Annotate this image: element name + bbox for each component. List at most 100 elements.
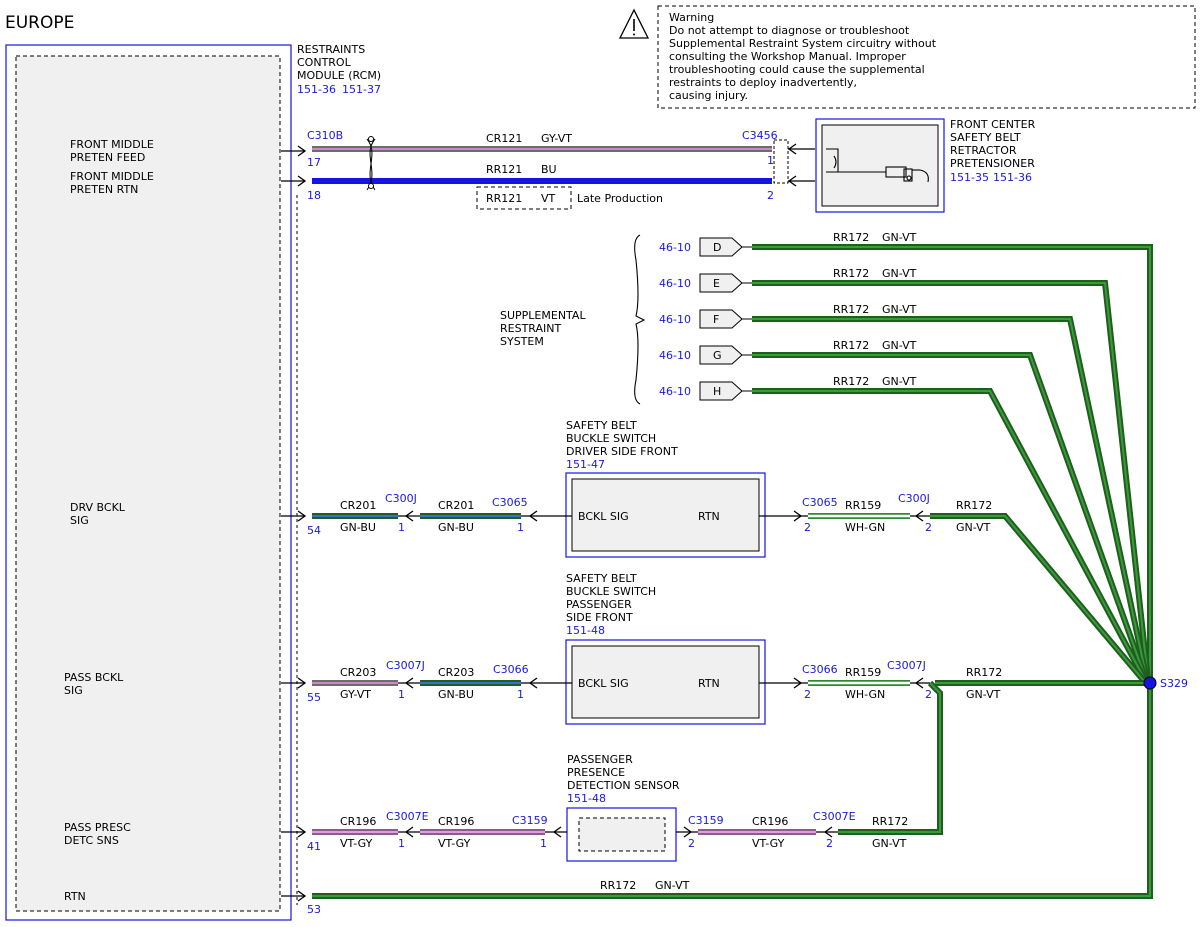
pin-2: 2 <box>767 189 774 202</box>
srs-ref: 46-10 <box>659 349 691 362</box>
wire-color-gyvt: GY-VT <box>340 688 371 701</box>
circuit-rr172: RR172 <box>833 375 869 388</box>
circuit-cr201: CR201 <box>340 499 376 512</box>
pin-18: 18 <box>307 189 321 202</box>
pin-1: 1 <box>398 837 405 850</box>
srs-pin-g: 46-10 G <box>659 345 752 365</box>
pass-buckle-body <box>571 645 760 719</box>
driver-buckle-name: DRIVER SIDE FRONT <box>566 445 678 458</box>
srs-pin-label: H <box>713 385 721 398</box>
connector-c3007e: C3007E <box>813 810 856 823</box>
srs-ref: 46-10 <box>659 241 691 254</box>
circuit-cr203: CR203 <box>438 666 474 679</box>
srs-name: SYSTEM <box>500 335 544 348</box>
connector-c3007e: C3007E <box>386 810 429 823</box>
pin-label-gnd: RTN <box>64 890 86 903</box>
srs-pin-f: 46-10 F <box>659 309 752 329</box>
splice-s329-label: S329 <box>1160 677 1188 690</box>
circuit-rr172: RR172 <box>872 815 908 828</box>
srs-pin-label: F <box>713 313 719 326</box>
rcm-ref: 151-36 <box>297 83 336 96</box>
connector-c300j: C300J <box>385 492 417 505</box>
circuit-rr159: RR159 <box>845 499 881 512</box>
retractor-pin-arrows <box>787 143 815 187</box>
warning-box <box>657 5 1196 109</box>
driver-buckle-outline <box>565 472 766 558</box>
driver-buckle-ref: 151-47 <box>566 458 605 471</box>
wire-color-bu: BU <box>541 163 557 176</box>
pin-53: 53 <box>307 903 321 916</box>
wire-color-gnvt: GN-VT <box>966 688 1001 701</box>
late-production-label: Late Production <box>577 192 663 205</box>
presence-sensor-body <box>578 817 666 852</box>
wire-color-whgn: WH-GN <box>845 521 885 534</box>
warning-icon <box>618 8 650 39</box>
srs-pin-label: D <box>713 241 721 254</box>
wire-color-gnvt: GN-VT <box>882 339 917 352</box>
wire-color-gnbu: GN-BU <box>340 521 376 534</box>
srs-pin-label: E <box>713 277 720 290</box>
warning-line: Supplemental Restraint System circuitry … <box>669 37 937 50</box>
region-title: EUROPE <box>5 13 74 33</box>
wire-color-vtgy: VT-GY <box>438 837 471 850</box>
warning-line: causing injury. <box>669 89 748 102</box>
circuit-rr172: RR172 <box>600 879 636 892</box>
connector-c3456: C3456 <box>742 129 778 142</box>
driver-buckle-rtn: RTN <box>698 510 720 523</box>
wire-color-vt: VT <box>541 192 556 205</box>
circuit-rr172: RR172 <box>966 666 1002 679</box>
wire-color-whgn: WH-GN <box>845 688 885 701</box>
connector-c3065: C3065 <box>802 496 838 509</box>
pin-2: 2 <box>925 521 932 534</box>
rcm-name: MODULE (RCM) <box>297 69 381 82</box>
circuit-cr196: CR196 <box>340 815 376 828</box>
presence-sensor-name: DETECTION SENSOR <box>567 779 680 792</box>
pin-55: 55 <box>307 691 321 704</box>
retractor-outline <box>815 118 945 213</box>
pin-1: 1 <box>398 688 405 701</box>
pin-label-drv: SIG <box>70 514 89 527</box>
retractor-body <box>821 124 939 207</box>
presence-sensor-ref: 151-48 <box>567 792 606 805</box>
retractor-name: PRETENSIONER <box>950 157 1035 170</box>
pin-label-pass: SIG <box>64 684 83 697</box>
rcm-outline <box>5 44 292 921</box>
pin-17: 17 <box>307 156 321 169</box>
pin-1: 1 <box>767 154 774 167</box>
srs-pin-e: 46-10 E <box>659 273 752 293</box>
connector-c3007j: C3007J <box>386 659 425 672</box>
wire-color-gnvt: GN-VT <box>882 267 917 280</box>
retractor-ref: 151-35 <box>950 171 989 184</box>
pass-buckle-rtn: RTN <box>698 677 720 690</box>
rcm-name: CONTROL <box>297 56 352 69</box>
wire-color-gyvt: GY-VT <box>541 132 572 145</box>
pin-2: 2 <box>925 688 932 701</box>
pin-2: 2 <box>688 837 695 850</box>
srs-ref: 46-10 <box>659 313 691 326</box>
wire-color-gnvt: GN-VT <box>872 837 907 850</box>
warning-title: Warning <box>669 11 714 24</box>
pin-label-presc: PASS PRESC <box>64 821 131 834</box>
connector-c3159: C3159 <box>512 814 548 827</box>
pin-54: 54 <box>307 524 321 537</box>
pin-label-presc: DETC SNS <box>64 834 119 847</box>
warning-line: troubleshooting could cause the suppleme… <box>669 63 925 76</box>
circuit-rr172: RR172 <box>833 231 869 244</box>
pin-1: 1 <box>517 688 524 701</box>
connector-c3159: C3159 <box>688 814 724 827</box>
pass-buckle-name: SAFETY BELT <box>566 572 637 585</box>
circuit-cr201: CR201 <box>438 499 474 512</box>
pass-buckle-name: BUCKLE SWITCH <box>566 585 656 598</box>
circuit-cr121: CR121 <box>486 132 522 145</box>
rcm-ref: 151-37 <box>342 83 381 96</box>
wire-color-vtgy: VT-GY <box>752 837 785 850</box>
rcm-name: RESTRAINTS <box>297 43 365 56</box>
circuit-rr172: RR172 <box>833 339 869 352</box>
warning-line: consulting the Workshop Manual. Improper <box>669 50 906 63</box>
pretensioner-icon <box>826 148 929 183</box>
pin-1: 1 <box>517 521 524 534</box>
green-wires <box>312 244 1153 899</box>
connector-c3066: C3066 <box>802 663 838 676</box>
pin-2: 2 <box>826 837 833 850</box>
circuit-rr121-alt: RR121 <box>486 192 522 205</box>
